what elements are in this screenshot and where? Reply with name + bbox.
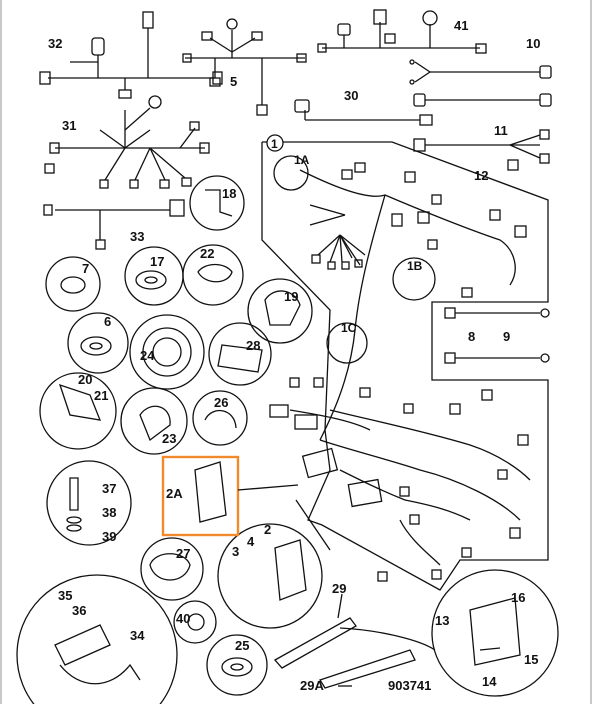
harness-8-9[interactable] [444,307,550,364]
callout-3: 3 [232,544,239,559]
callout-29: 29 [332,581,346,596]
harness-31[interactable] [44,95,210,189]
part-circle-6[interactable] [67,312,129,374]
main-harness-boundary [261,141,549,591]
callout-9: 9 [503,329,510,344]
callout-12: 12 [474,168,488,183]
callout-27: 27 [176,546,190,561]
callout-39: 39 [102,529,116,544]
callout-2A: 2A [166,486,183,501]
callout-19: 19 [284,289,298,304]
harness-30[interactable] [294,99,433,126]
callout-34: 34 [130,628,145,643]
left-border [0,0,2,704]
callout-16: 16 [511,590,525,605]
highlight-box-2A[interactable] [161,455,240,537]
part-circle-13-16[interactable] [431,569,559,697]
harness-33[interactable] [43,199,185,250]
callout-1: 1 [271,137,278,151]
callout-33: 33 [130,229,144,244]
part-circle-34-36[interactable] [16,574,178,709]
callout-20: 20 [78,372,92,387]
part-circle-19[interactable] [247,278,313,344]
callout-labels: 32 5 41 10 30 11 12 31 33 18 22 17 7 19 … [48,18,540,693]
callout-17: 17 [150,254,164,269]
callout-10: 10 [526,36,540,51]
part-circle-28[interactable] [208,322,272,386]
callout-31: 31 [62,118,76,133]
part-circle-26[interactable] [192,390,248,446]
callout-1A: 1A [294,153,310,167]
callout-37: 37 [102,481,116,496]
harness-12[interactable] [413,129,550,171]
part-circle-24[interactable] [129,314,205,390]
part-circle-27[interactable] [140,537,204,601]
callout-41: 41 [454,18,468,33]
strap-29A[interactable] [319,649,416,689]
callout-5: 5 [230,74,237,89]
callout-14: 14 [482,674,497,689]
part-circle-7[interactable] [45,256,101,312]
harness-5[interactable] [182,18,307,116]
detail-circle-1A[interactable] [273,155,309,191]
part-circle-37-39[interactable] [46,460,132,546]
callout-1B: 1B [407,259,423,273]
callout-25: 25 [235,638,249,653]
callout-24: 24 [140,348,155,363]
part-circle-23[interactable] [120,387,188,455]
drawing-number: 903741 [388,678,431,693]
harness-32[interactable] [39,11,223,99]
callout-11: 11 [494,123,508,138]
callout-32: 32 [48,36,62,51]
callout-23: 23 [162,431,176,446]
callout-1C: 1C [341,321,357,335]
callout-29A: 29A [300,678,324,693]
callout-30: 30 [344,88,358,103]
callout-40: 40 [176,611,190,626]
callout-4: 4 [247,534,255,549]
part-circle-2-4[interactable] [217,523,323,629]
detail-circle-1C[interactable] [326,322,368,364]
callout-7: 7 [82,261,89,276]
strap-29[interactable] [273,617,357,669]
callout-15: 15 [524,652,538,667]
callout-38: 38 [102,505,116,520]
callout-8: 8 [468,329,475,344]
part-circle-40[interactable] [173,600,217,644]
callout-13: 13 [435,613,449,628]
callout-1-ring [266,134,284,152]
callout-18: 18 [222,186,236,201]
harness-10[interactable] [409,59,552,85]
callout-36: 36 [72,603,86,618]
part-circle-20-21[interactable] [39,372,117,450]
callout-21: 21 [94,388,108,403]
harness-41[interactable] [317,9,487,54]
callout-2: 2 [264,522,271,537]
right-border [590,0,592,704]
main-harness-1[interactable] [269,162,531,582]
part-circle-25[interactable] [206,634,268,696]
callout-26: 26 [214,395,228,410]
callout-35: 35 [58,588,72,603]
detail-circle-1B[interactable] [392,257,436,301]
callout-28: 28 [246,338,260,353]
callout-22: 22 [200,246,214,261]
part-circle-18[interactable] [189,175,245,231]
callout-6: 6 [104,314,111,329]
harness-11[interactable] [413,93,552,107]
part-circle-22[interactable] [182,244,244,306]
